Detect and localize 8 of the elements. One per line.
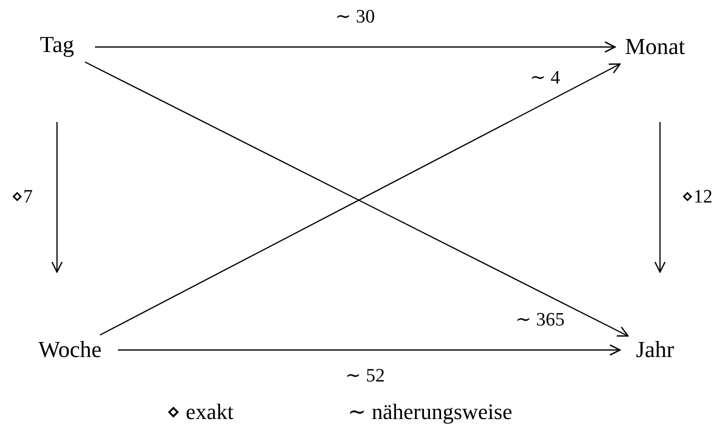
- arrow: [95, 41, 616, 53]
- arrow: [118, 344, 621, 356]
- arrow: [654, 122, 666, 273]
- term-text: Tag: [40, 32, 74, 58]
- arrow: [51, 122, 63, 273]
- term-text: Woche: [38, 337, 102, 363]
- term-text: Monat: [624, 34, 686, 60]
- term-text: Jahr: [636, 337, 674, 363]
